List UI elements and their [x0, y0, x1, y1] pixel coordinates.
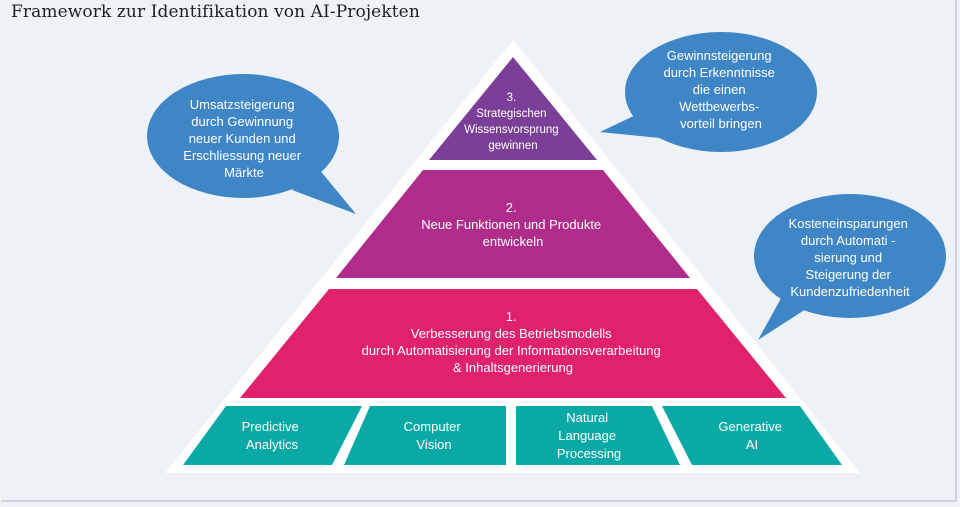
bubble-left-text: Umsatzsteigerung durch Gewinnung neuer K…	[183, 97, 304, 180]
level-1-line-1: Verbesserung des Betriebsmodells	[411, 326, 612, 341]
foundation-block-nlp	[516, 406, 680, 465]
level-2-shape	[336, 170, 690, 278]
bubble-top-right-text: Gewinnsteigerung durch Erkenntnisse die …	[664, 48, 779, 131]
foundation-nlp-text: Natural Language Processing	[557, 410, 621, 461]
foundation-block-generative	[662, 406, 842, 465]
level-2-number: 2.	[506, 200, 517, 215]
foundation-generative-text: Generative AI	[718, 419, 785, 452]
level-1-number: 1.	[506, 309, 517, 324]
level-2-line-1: Neue Funktionen und Produkte	[421, 217, 601, 232]
foundation-block-predictive	[183, 406, 362, 465]
foundation-block-vision	[344, 406, 506, 465]
foundation-vision-text: Computer Vision	[404, 419, 465, 452]
level-1-text: 1. Verbesserung des Betriebsmodells durc…	[362, 309, 665, 375]
bubble-right	[754, 194, 946, 340]
level-1-shape	[240, 289, 786, 398]
bubble-right-text: Kosteneinsparungen durch Automati - sier…	[789, 216, 912, 299]
bubble-left	[147, 74, 356, 214]
level-3-shape	[429, 57, 597, 160]
level-2-line-2: entwickeln	[483, 234, 544, 249]
level-3-text: 3. Strategischen Wissensvorsprung gewinn…	[464, 92, 562, 152]
page-title: Framework zur Identifikation von AI-Proj…	[11, 2, 420, 22]
level-1-line-3: & Inhaltsgenerierung	[453, 360, 573, 375]
level-1-line-2: durch Automatisierung der Informationsve…	[362, 343, 661, 358]
level-3-line-3: gewinnen	[488, 140, 537, 152]
level-3-line-2: Wissensvorsprung	[464, 124, 559, 136]
foundation-predictive-text: Predictive Analytics	[242, 419, 303, 452]
bubble-top-right	[600, 32, 817, 152]
level-3-line-1: Strategischen	[476, 108, 546, 120]
level-2-text: 2. Neue Funktionen und Produkte entwicke…	[421, 200, 605, 249]
level-3-number: 3.	[507, 92, 517, 104]
